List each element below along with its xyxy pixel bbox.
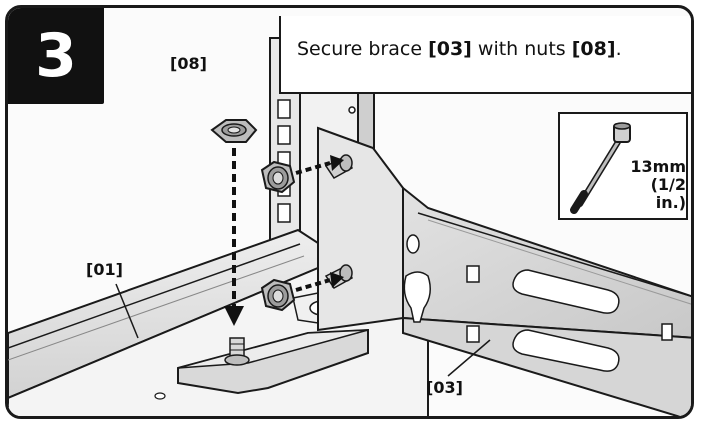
hex-nut-upper [260,160,296,194]
instruction-middle: with nuts [471,38,572,60]
assembly-illustration [8,37,691,416]
instruction-box: Secure brace [03] with nuts [08]. [279,16,691,94]
instruction-text: Secure brace [03] with nuts [08]. [297,38,622,60]
socket-wrench-icon [570,122,631,214]
tool-size-mm: 13mm [630,157,686,176]
instruction-part-brace: [03] [428,38,472,60]
arrow-upper-nut [295,155,344,175]
instruction-suffix: . [615,38,622,60]
brace-03 [317,126,691,416]
tool-size-label: 13mm (1/2 in.) [628,158,686,212]
instruction-prefix: Secure brace [297,38,429,60]
callout-brace: [03] [426,378,463,397]
step-number-badge: 3 [8,8,104,104]
instruction-part-nut: [08] [571,38,616,60]
hex-nut-lower [260,278,296,312]
tool-size-in: (1/2 in.) [650,175,686,212]
callout-rail: [01] [86,260,123,279]
tool-box: 13mm (1/2 in.) [558,112,688,220]
callout-nut: [08] [170,54,207,73]
arrow-lower-nut [295,272,344,292]
arrow-top-nut [224,148,244,326]
leader-brace [447,339,491,377]
leader-rail [115,283,139,339]
hex-nut-top [210,119,258,143]
diagram-frame: 3 Secure brace [03] with nuts [08]. 13mm… [5,5,694,419]
bolt-vertical [224,337,250,366]
